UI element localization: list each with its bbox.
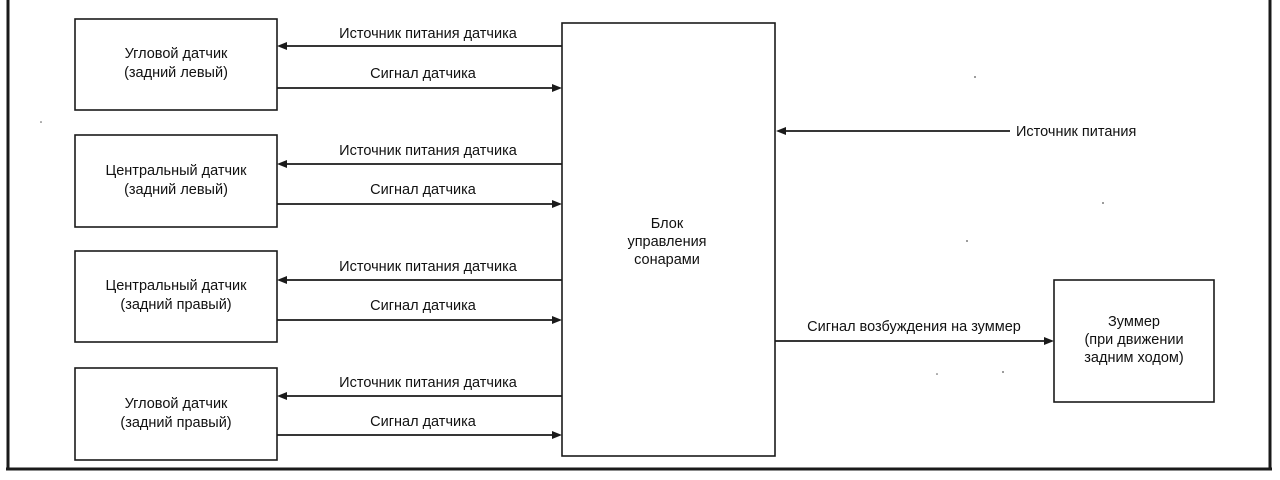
sensor-name-2: Центральный датчик xyxy=(106,163,248,179)
power-arrowhead-4 xyxy=(277,392,287,400)
signal-arrowhead-1 xyxy=(552,84,562,92)
power-label-1: Источник питания датчика xyxy=(339,26,518,42)
control-unit-block: Блок управления сонарами xyxy=(561,22,776,457)
sensor-box-1 xyxy=(74,18,278,111)
power-label-4: Источник питания датчика xyxy=(339,375,518,391)
sensor-block-2: Центральный датчик (задний левый) Источн… xyxy=(74,134,562,228)
sensor-box-3 xyxy=(74,250,278,343)
signal-label-4: Сигнал датчика xyxy=(370,414,477,430)
scan-specks xyxy=(40,76,1104,375)
control-unit-label-line1: Блок xyxy=(651,216,684,232)
sensor-block-1: Угловой датчик (задний левый) Источник п… xyxy=(74,18,562,111)
signal-label-3: Сигнал датчика xyxy=(370,298,477,314)
sensor-block-3: Центральный датчик (задний правый) Источ… xyxy=(74,250,562,343)
sensor-position-1: (задний левый) xyxy=(124,65,228,81)
signal-label-1: Сигнал датчика xyxy=(370,66,477,82)
power-arrowhead-3 xyxy=(277,276,287,284)
speck-2 xyxy=(1102,202,1104,204)
sensor-name-3: Центральный датчик xyxy=(106,278,248,294)
speck-5 xyxy=(936,373,938,375)
control-unit-label-line3: сонарами xyxy=(634,252,700,268)
speck-6 xyxy=(40,121,42,123)
sensor-position-2: (задний левый) xyxy=(124,182,228,198)
diagram-frame xyxy=(6,0,1272,471)
buzzer-signal-arrowhead xyxy=(1044,337,1054,345)
power-label-3: Источник питания датчика xyxy=(339,259,518,275)
sensor-position-4: (задний правый) xyxy=(120,415,231,431)
power-supply-input: Источник питания xyxy=(776,124,1136,140)
power-supply-arrowhead xyxy=(776,127,786,135)
buzzer-label-line1: Зуммер xyxy=(1108,314,1160,330)
signal-label-2: Сигнал датчика xyxy=(370,182,477,198)
power-label-2: Источник питания датчика xyxy=(339,143,518,159)
power-arrowhead-1 xyxy=(277,42,287,50)
power-supply-label: Источник питания xyxy=(1016,124,1136,140)
signal-arrowhead-2 xyxy=(552,200,562,208)
speck-3 xyxy=(966,240,968,242)
speck-1 xyxy=(974,76,976,78)
control-unit-label-line2: управления xyxy=(627,234,706,250)
signal-arrowhead-3 xyxy=(552,316,562,324)
buzzer-label-line3: задним ходом) xyxy=(1084,350,1183,366)
control-unit-box xyxy=(561,22,776,457)
power-arrowhead-2 xyxy=(277,160,287,168)
buzzer-signal-label: Сигнал возбуждения на зуммер xyxy=(807,319,1021,335)
sensor-name-1: Угловой датчик xyxy=(125,46,228,62)
buzzer-label-line2: (при движении xyxy=(1084,332,1183,348)
buzzer-box xyxy=(1053,279,1215,403)
sensor-name-4: Угловой датчик xyxy=(125,396,228,412)
sensor-box-2 xyxy=(74,134,278,228)
signal-arrowhead-4 xyxy=(552,431,562,439)
sensor-position-3: (задний правый) xyxy=(120,297,231,313)
sensor-box-4 xyxy=(74,367,278,461)
buzzer-block: Сигнал возбуждения на зуммер Зуммер (при… xyxy=(775,279,1215,403)
speck-4 xyxy=(1002,371,1004,373)
sensor-block-4: Угловой датчик (задний правый) Источник … xyxy=(74,367,562,461)
